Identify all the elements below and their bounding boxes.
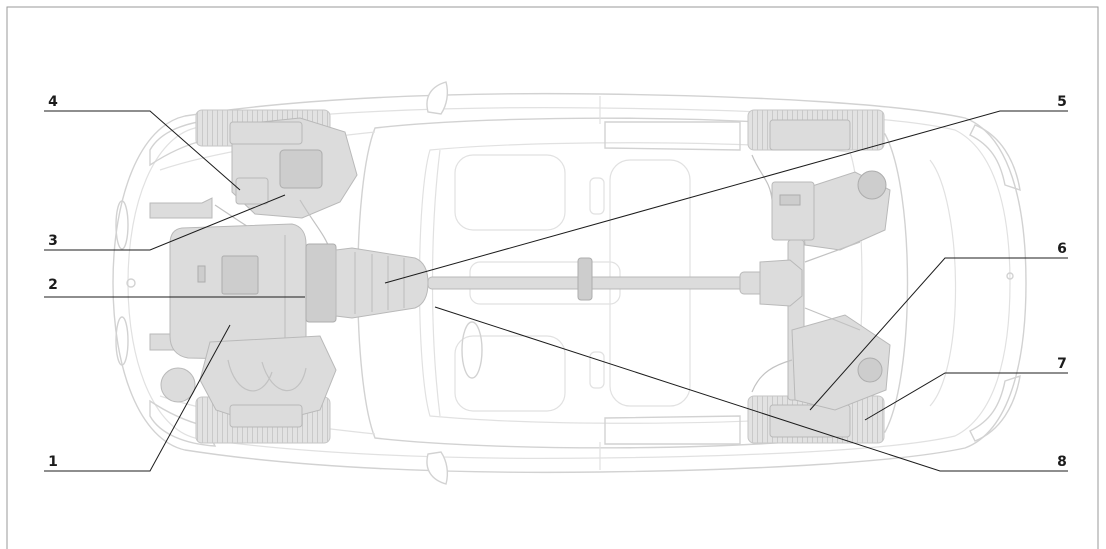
side-window-bottom: [604, 415, 741, 445]
leader-line-3: [44, 194, 286, 251]
upper-hub: [229, 121, 303, 145]
rear-brake-line-bottom: [751, 359, 793, 393]
component-4-block: [235, 177, 269, 205]
rear-brake-line-top: [751, 154, 773, 201]
center-bearing: [577, 257, 593, 301]
front-seat-top: [454, 154, 566, 231]
leader-line-5: [384, 110, 1068, 284]
callout-label-3: 3: [48, 233, 58, 249]
rear-lower-arm: [791, 314, 891, 411]
rear-axle-assembly: [751, 119, 891, 438]
callout-label-2: 2: [48, 277, 58, 293]
rear-hub-top: [769, 119, 851, 151]
gearbox-case: [335, 247, 429, 319]
side-window-top: [604, 121, 741, 151]
exhaust-loop-1: [227, 359, 273, 392]
engine-sensor: [197, 265, 206, 283]
leader-line-1: [44, 324, 231, 472]
rear-rod-bottom: [804, 307, 861, 331]
rear-hub-bottom: [769, 404, 851, 438]
taillight-bottom: [969, 374, 1021, 442]
transmission: [305, 243, 429, 323]
steering-wheel: [461, 321, 483, 379]
rear-shock-top: [857, 170, 887, 200]
exhaust-loop-2: [261, 361, 307, 392]
lower-hub: [229, 404, 303, 428]
callout-label-8: 8: [1057, 454, 1067, 470]
rear-rod-top: [804, 241, 861, 263]
front-seat-bottom: [454, 335, 566, 412]
callout-label-5: 5: [1057, 94, 1067, 110]
engine-assembly: [149, 117, 358, 428]
bellhousing: [305, 243, 337, 323]
rear-emblem: [1006, 272, 1014, 280]
callout-label-6: 6: [1057, 241, 1067, 257]
rear-differential: [759, 259, 803, 307]
front-emblem: [126, 278, 136, 288]
taillight-top: [969, 124, 1021, 192]
fluid-reservoir: [160, 367, 196, 403]
engine-cover: [221, 255, 259, 295]
callout-label-4: 4: [48, 94, 58, 110]
body-inner-contour: [127, 107, 1011, 459]
trunk-line: [929, 159, 957, 407]
grille-bottom: [115, 316, 129, 366]
throttle-body: [279, 149, 323, 189]
headrest-bottom: [589, 351, 605, 389]
leader-line-7: [864, 372, 1068, 421]
mirror-top: [426, 81, 449, 115]
leader-line-6: [809, 257, 1068, 411]
rear-shock-bottom: [857, 357, 883, 383]
rear-module-label: [779, 194, 801, 206]
grille-top: [115, 200, 129, 250]
callout-label-1: 1: [48, 454, 58, 470]
cabin-outline: [357, 117, 909, 449]
frame-border: [6, 6, 1099, 549]
rear-module-box: [771, 181, 815, 241]
leader-line-8: [434, 306, 1068, 472]
callout-label-7: 7: [1057, 356, 1067, 372]
mirror-bottom: [426, 451, 449, 485]
leader-lines: [44, 110, 1068, 472]
leader-line-4: [44, 110, 241, 191]
intake-pipe-top: [149, 197, 213, 219]
headrest-top: [589, 177, 605, 215]
propeller-shaft: [427, 276, 769, 290]
